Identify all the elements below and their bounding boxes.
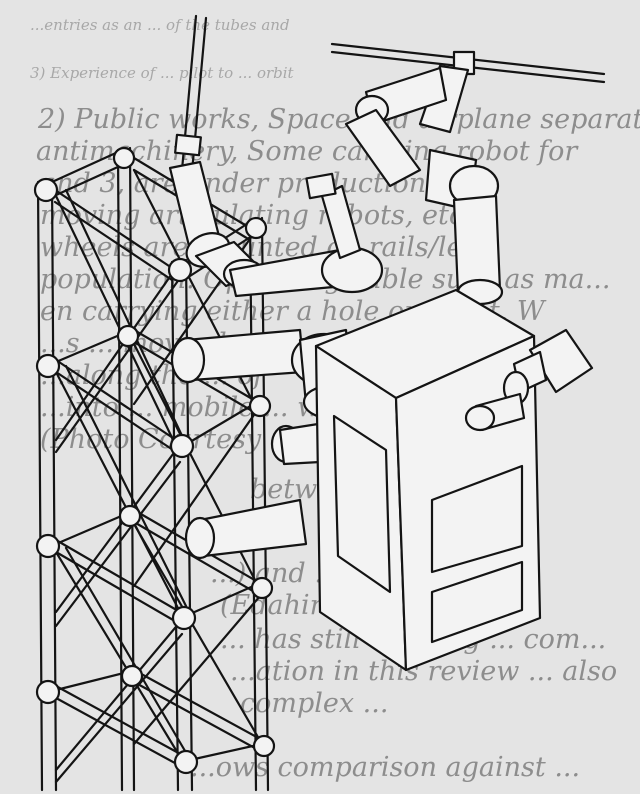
truss-node — [167, 257, 193, 283]
truss-node — [33, 177, 59, 203]
arm-link — [344, 108, 422, 188]
truss-nodes — [33, 146, 276, 775]
truss-node — [35, 533, 61, 559]
truss-node — [35, 353, 61, 379]
arm-joint — [464, 404, 496, 432]
truss-node — [35, 679, 61, 705]
show-through-line: ...ows comparison against ... — [190, 752, 580, 783]
shoulder-joint — [320, 246, 384, 294]
truss-node — [173, 749, 199, 775]
show-through-line: complex ... — [240, 688, 388, 719]
truss-node — [244, 216, 268, 240]
right-robot-arm — [330, 42, 606, 306]
truss-node — [169, 433, 195, 459]
box-panel — [430, 464, 524, 574]
box-left-face — [314, 344, 408, 672]
truss-node — [118, 504, 142, 528]
small-manipulator — [464, 328, 594, 432]
gripper — [174, 133, 202, 157]
show-through-line: and 3, are under production. — [40, 168, 435, 199]
truss-structure — [33, 146, 276, 792]
box-panel — [430, 560, 524, 644]
arm-link — [198, 498, 308, 558]
truss-diagonals — [54, 168, 264, 784]
truss-node — [248, 394, 272, 418]
payload-box — [314, 288, 542, 672]
faint-line: 3) Experience of ... pilot to ... orbit — [30, 64, 295, 82]
arm-joint — [170, 336, 206, 384]
tool-head — [528, 328, 594, 394]
truss-node — [116, 324, 140, 348]
box-panel — [332, 414, 392, 594]
left-robot-arm — [168, 14, 346, 560]
truss-node — [112, 146, 136, 170]
gripper — [305, 172, 337, 200]
show-through-line: wheels are mounted on rails/legs — [40, 232, 494, 263]
arm-joint — [184, 516, 216, 560]
truss-node — [252, 734, 276, 758]
truss-node — [120, 664, 144, 688]
arm-link — [278, 422, 322, 466]
faint-line: ...entries as an ... of the tubes and — [30, 16, 290, 34]
show-through-line: 2) Public works, Space and airplane sepa… — [37, 104, 640, 135]
truss-node — [250, 576, 274, 600]
truss-node — [171, 605, 197, 631]
